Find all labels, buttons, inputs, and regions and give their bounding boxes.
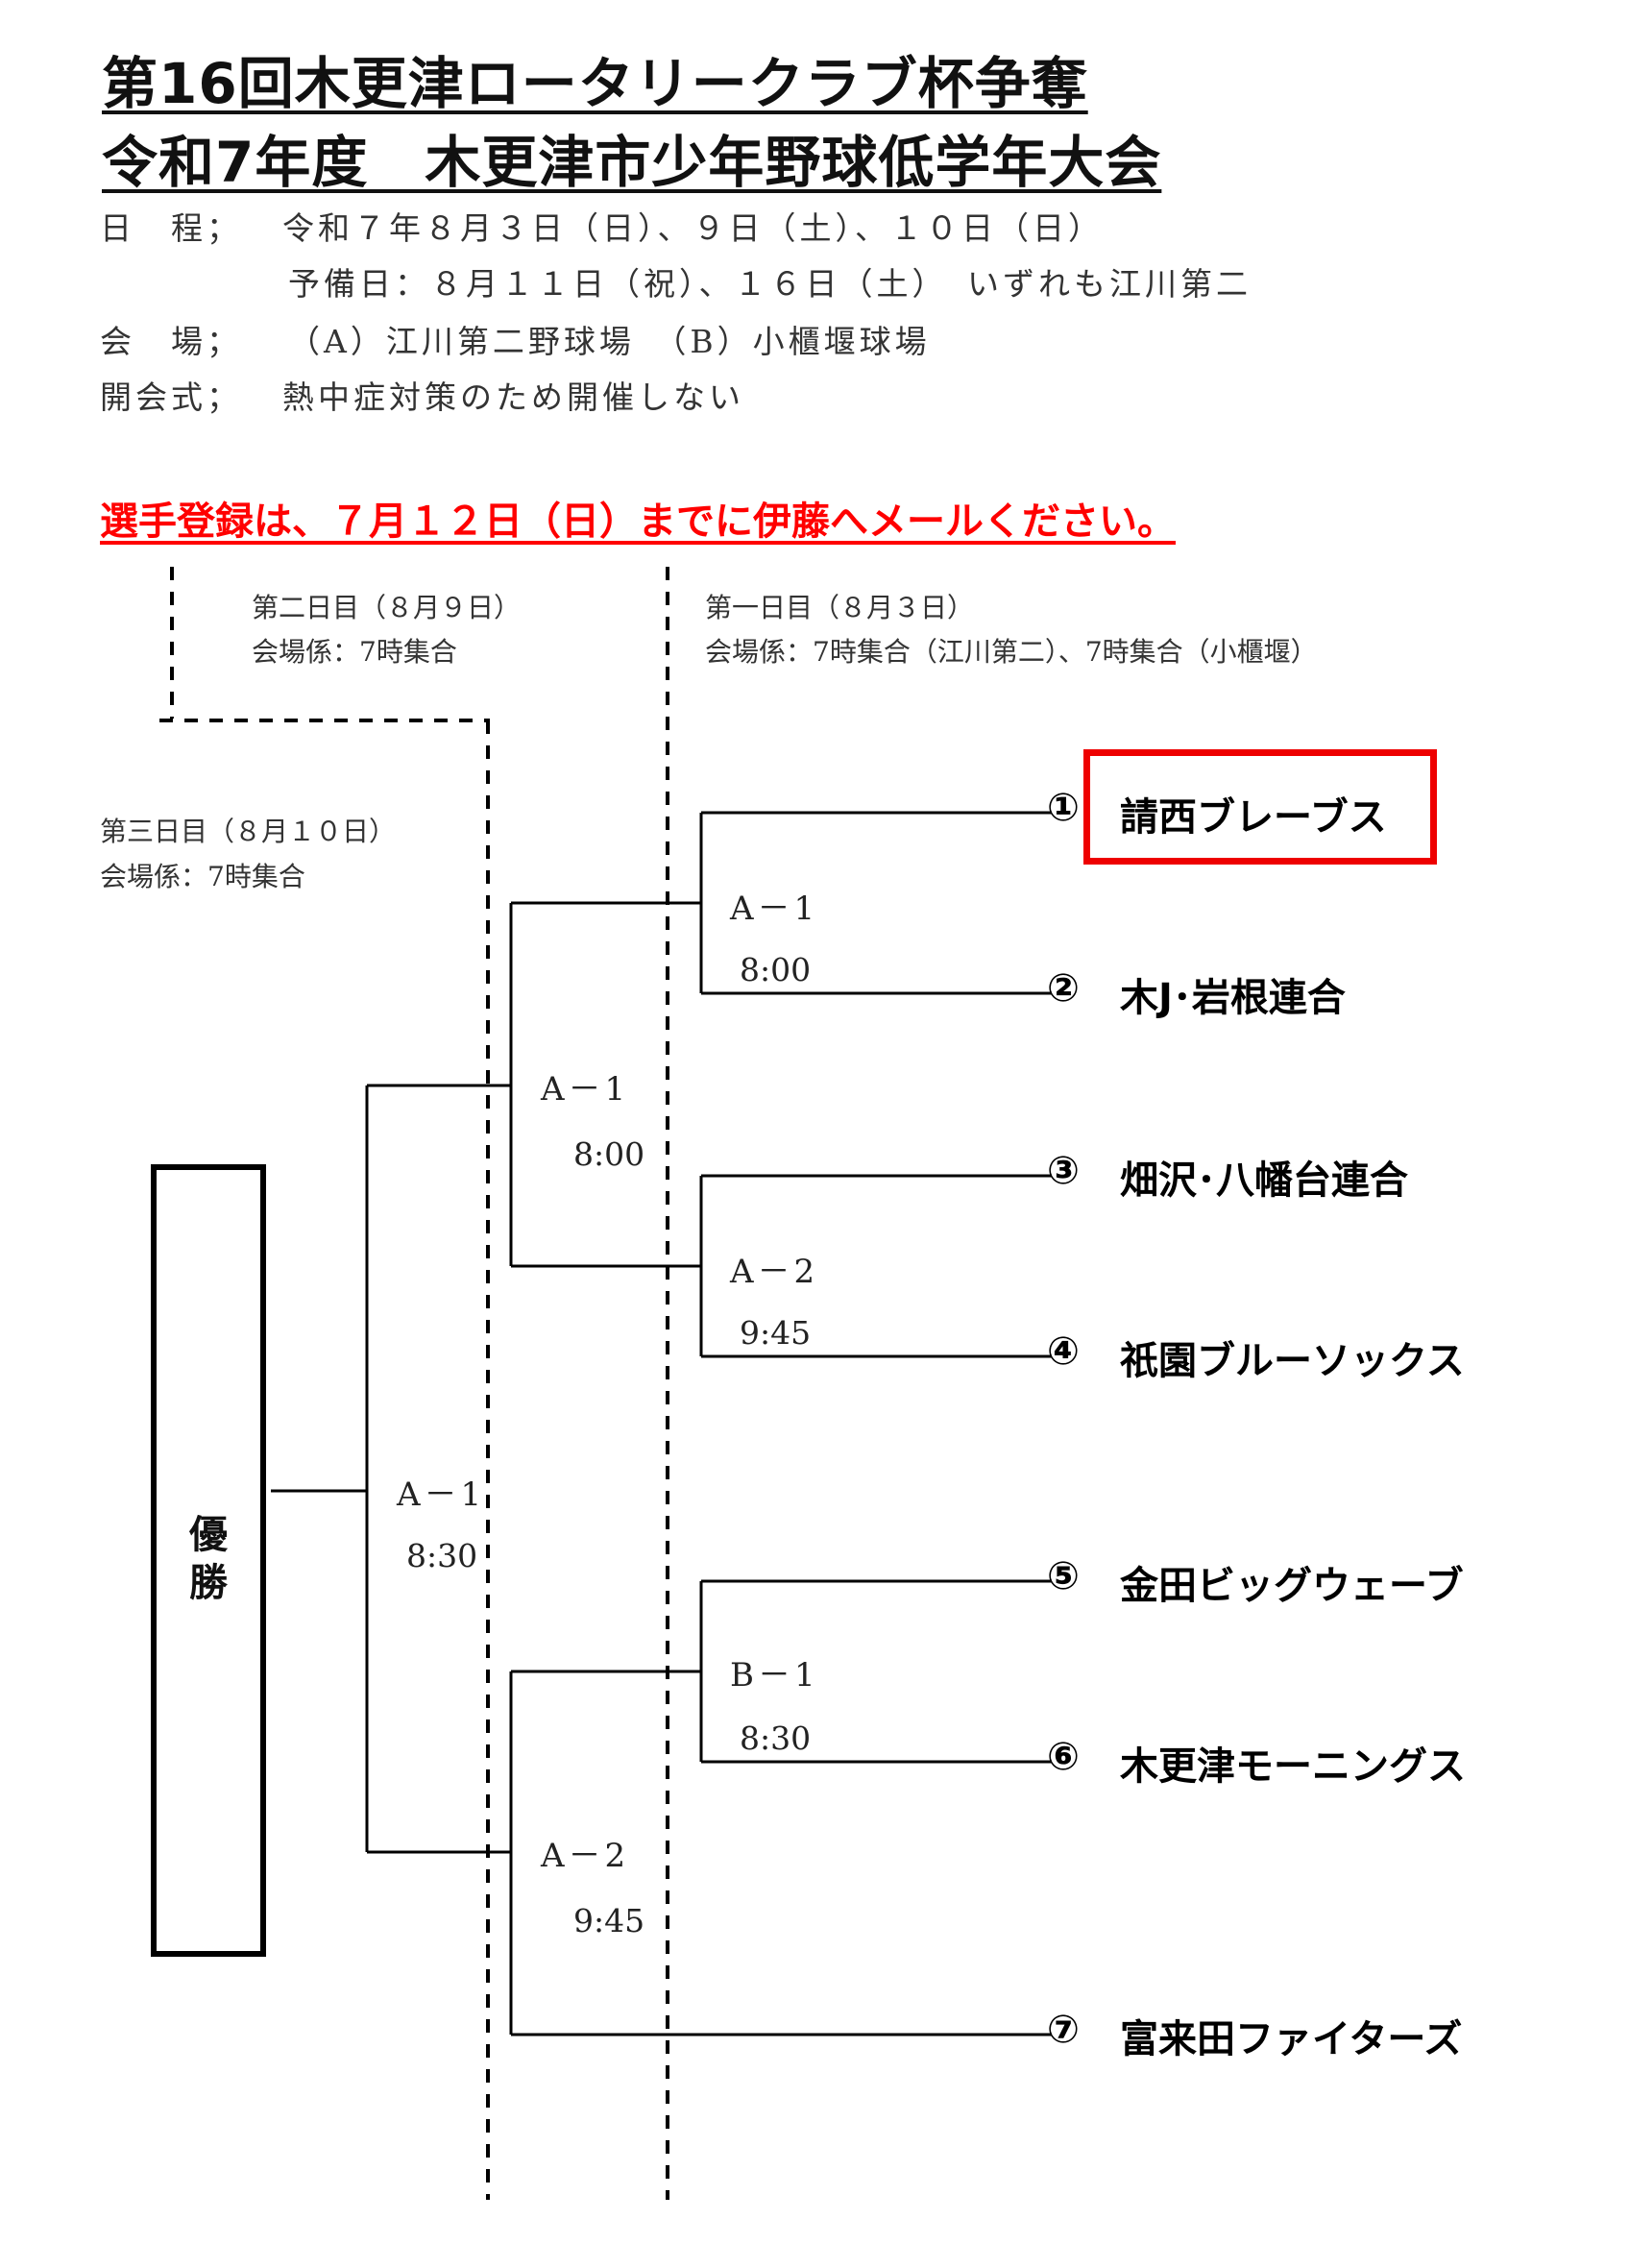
day2-staff: 会場係：7時集合 [252,636,457,668]
team-name-6: 木更津モーニングス [1120,1744,1466,1789]
highlight-box [1083,749,1437,865]
reserve-day: 予備日：８月１１日（祝）、１６日（土） いずれも江川第二 [288,265,1252,303]
r1-match2-field: A－2 [730,1253,819,1291]
ceremony-value: 熱中症対策のため開催しない [282,378,744,416]
schedule-label: 日 程； [100,209,242,247]
r1-match3-field: B－1 [730,1656,819,1695]
team-number-7: ⑦ [1047,2008,1080,2052]
day3-staff: 会場係：7時集合 [100,861,305,892]
team-number-1: ① [1047,786,1080,830]
day1-title: 第一日目（８月３日） [705,592,975,623]
team-name-5: 金田ビッグウェーブ [1120,1564,1464,1608]
final-field: A－1 [397,1475,486,1514]
tournament-title-line1: 第16回木更津ロータリークラブ杯争奪 [102,51,1088,116]
team-name-4: 祇園ブルーソックス [1120,1339,1465,1383]
team-number-5: ⑤ [1047,1554,1080,1598]
team-number-4: ④ [1047,1329,1080,1374]
champion-label: 優勝 [189,1513,228,1605]
r2-match1-time: 8:00 [573,1135,645,1173]
r2-match2-field: A－2 [541,1837,630,1875]
team-name-7: 富来田ファイターズ [1120,2017,1463,2061]
day2-title: 第二日目（８月９日） [252,592,522,623]
schedule-value: 令和７年８月３日（日）、９日（土）、１０日（日） [282,209,1104,247]
venue-label: 会 場； [100,323,242,360]
r1-match3-time: 8:30 [740,1719,812,1757]
day3-title: 第三日目（８月１０日） [100,816,397,847]
tournament-title-line2: 令和7年度 木更津市少年野球低学年大会 [102,130,1162,195]
team-number-6: ⑥ [1047,1735,1080,1779]
team-number-2: ② [1047,966,1080,1011]
r2-match1-field: A－1 [541,1070,630,1109]
r1-match1-field: A－1 [730,890,819,928]
registration-notice: 選手登録は、７月１２日（日）までに伊藤へメールください。 [100,500,1176,544]
venue-value: （A）江川第二野球場 （B）小櫃堰球場 [288,323,931,360]
r2-match2-time: 9:45 [573,1902,645,1939]
ceremony-label: 開会式； [100,378,242,416]
team-name-1: 請西ブレーブス [1120,795,1387,840]
r1-match1-time: 8:00 [740,951,812,988]
team-name-3: 畑沢･八幡台連合 [1120,1158,1408,1203]
final-time: 8:30 [406,1537,478,1574]
team-name-2: 木J･岩根連合 [1120,976,1346,1020]
r1-match2-time: 9:45 [740,1314,812,1352]
champion-box: 優勝 [151,1164,266,1957]
day1-staff: 会場係：7時集合（江川第二）、7時集合（小櫃堰） [705,636,1318,668]
team-number-3: ③ [1047,1149,1080,1193]
